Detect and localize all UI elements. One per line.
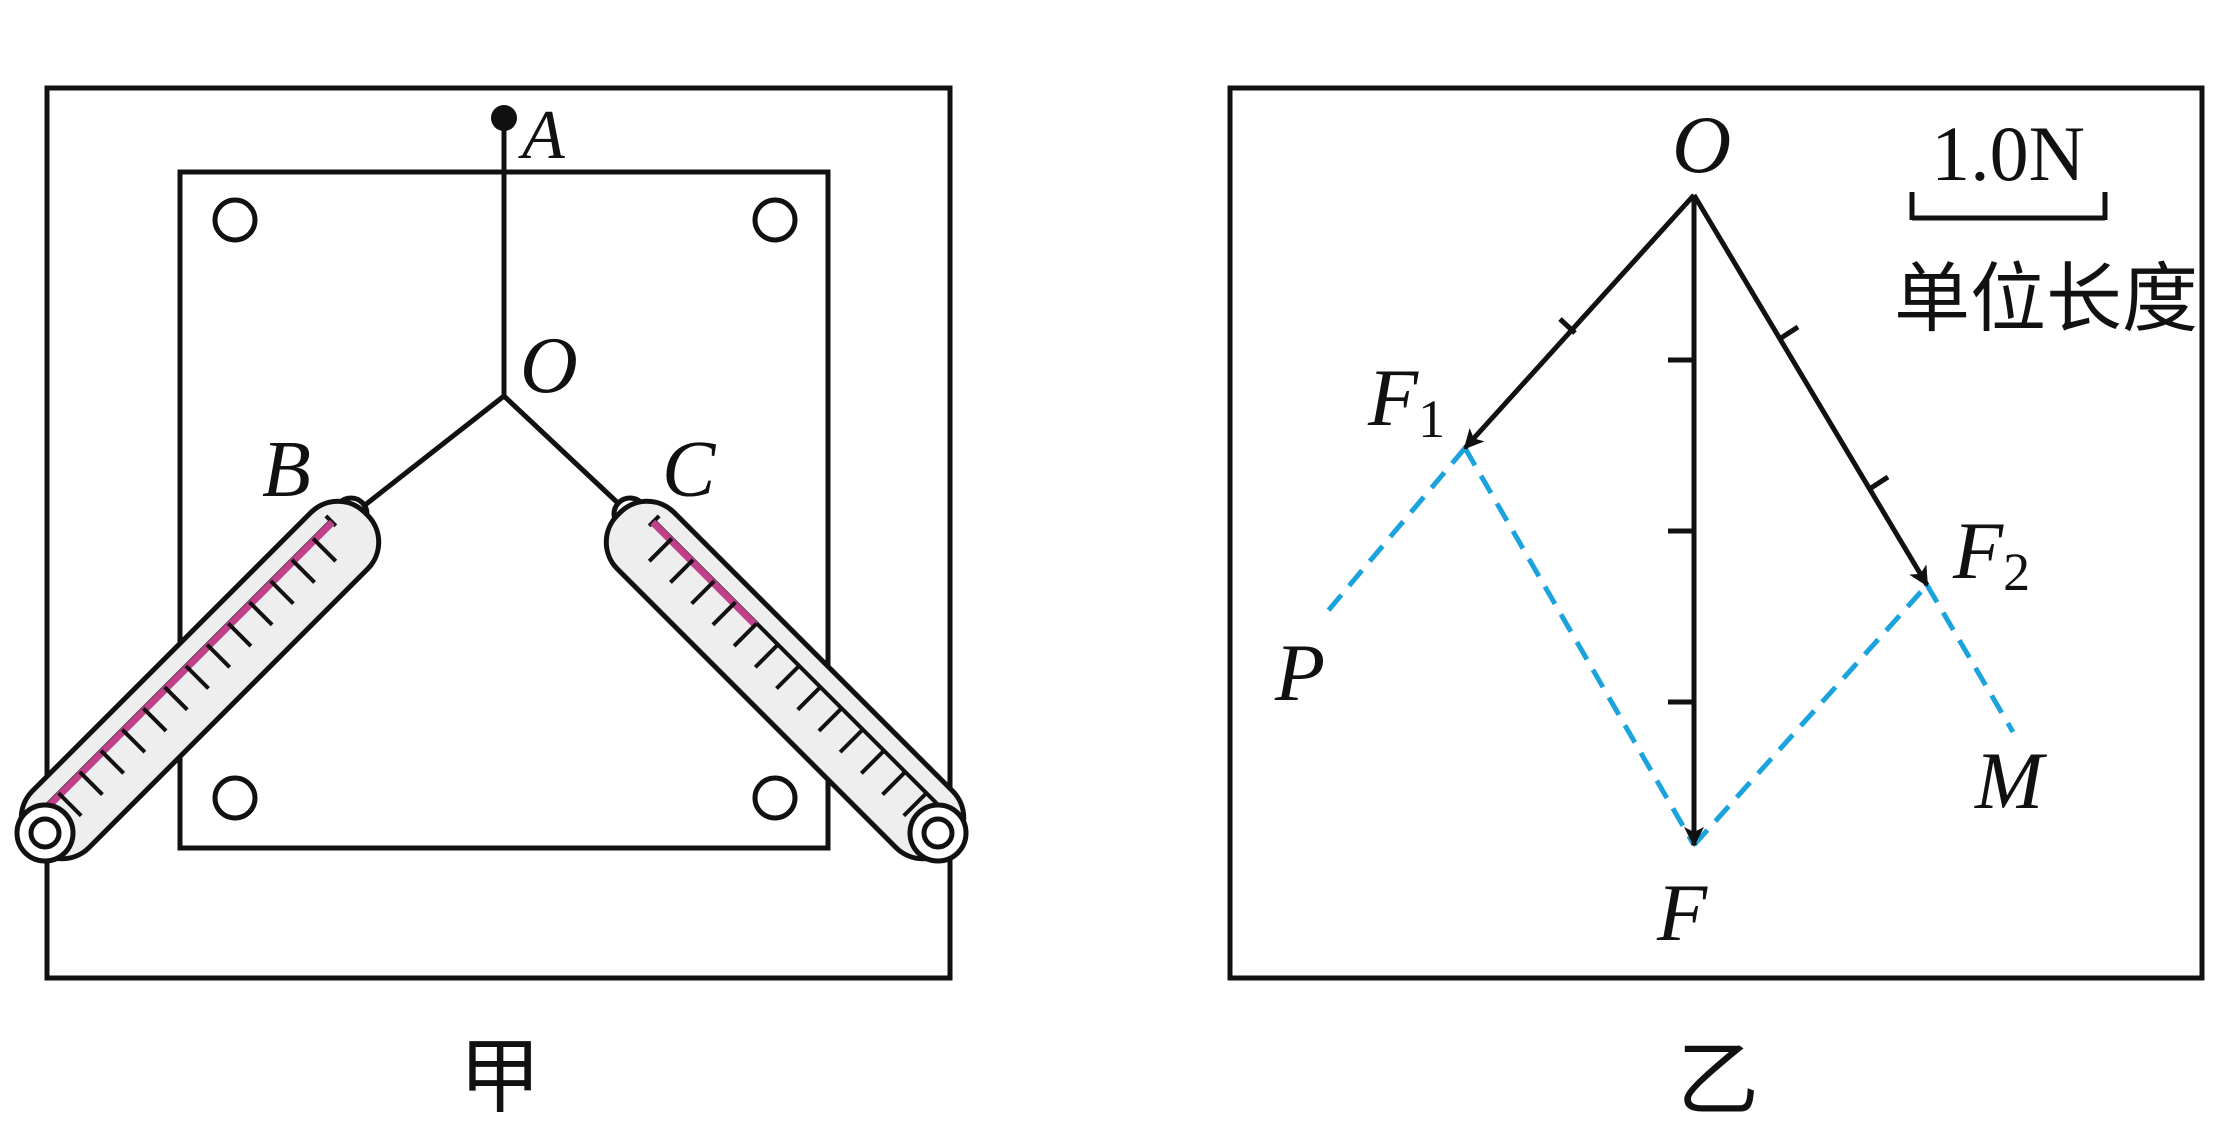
string-OB — [363, 394, 506, 507]
left-figure: A O B C 甲 — [14, 85, 969, 1125]
caption-left: 甲 — [459, 1030, 541, 1125]
label-B: B — [262, 426, 311, 514]
right-figure: 1.0N 单位长度 O F1 F2 F P M 乙 — [1227, 85, 2205, 1127]
vector-F2 — [1691, 193, 1930, 587]
vector-F1 — [1463, 193, 1696, 450]
dashed-F-to-F2 — [1692, 583, 1929, 847]
label-M: M — [1974, 735, 2048, 826]
label-O-left: O — [520, 322, 578, 410]
scale-unit-label: 单位长度 — [1894, 254, 2198, 343]
pin-top-right — [752, 197, 798, 243]
pin-bottom-right — [752, 775, 798, 821]
dashed-F2-to-M — [1924, 583, 2016, 734]
label-A: A — [518, 97, 565, 174]
unit-ticks — [1558, 317, 1890, 705]
ring-left-inner — [28, 816, 62, 850]
label-P: P — [1274, 627, 1325, 718]
parallelogram-dashed — [1320, 446, 2016, 847]
outer-board — [44, 85, 953, 981]
label-F: F — [1656, 867, 1708, 958]
spring-balance-B — [18, 498, 382, 862]
right-board — [1227, 85, 2205, 981]
dashed-F1-to-P — [1320, 446, 1467, 620]
label-F1: F1 — [1367, 352, 1445, 449]
caption-right: 乙 — [1677, 1033, 1759, 1127]
scale-value: 1.0N — [1931, 110, 2085, 197]
string-OC — [502, 394, 622, 507]
dashed-F1-to-F — [1462, 446, 1697, 847]
pin-top-left — [212, 197, 258, 243]
label-F2: F2 — [1952, 505, 2030, 602]
pin-bottom-left — [212, 775, 258, 821]
ring-right-inner — [921, 816, 955, 850]
scale-bar — [1909, 192, 2108, 221]
label-O-right: O — [1672, 99, 1731, 190]
label-C: C — [662, 426, 717, 514]
